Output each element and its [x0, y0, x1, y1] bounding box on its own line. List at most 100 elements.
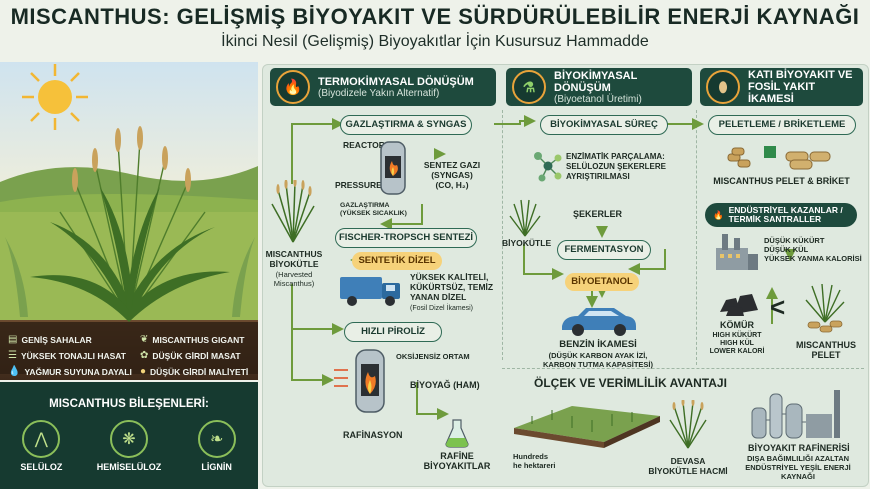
- reactor-label: REACTOR: [343, 140, 385, 150]
- refinery-icon: [751, 390, 840, 439]
- refining-label: RAFİNASYON: [343, 430, 403, 440]
- coal-icon: [720, 294, 758, 316]
- gasification-pill: GAZLAŞTIRMA & SYNGAS: [340, 115, 472, 135]
- benefit-item: ✿DÜŞÜK GİRDİ MASAT: [140, 350, 258, 361]
- coin-icon: ●: [140, 366, 147, 377]
- car-icon: [562, 308, 636, 336]
- refinery-label: BİYOYAKIT RAFİNERİSİ: [748, 443, 850, 453]
- fischer-tropsch-pill: FISCHER-TROPSCH SENTEZİ: [335, 228, 477, 248]
- pellets-icon: [727, 146, 831, 170]
- synthetic-diesel-pill: SENTETİK DİZEL: [352, 252, 442, 270]
- cellulose-icon: ⋀: [22, 420, 61, 458]
- power-plant-icon: [716, 234, 758, 270]
- flame-icon: 🔥: [713, 209, 724, 220]
- leaf-icon: ❦: [140, 334, 149, 345]
- bio-oil-label: BİYOYAĞ (HAM): [410, 380, 480, 390]
- component-item: ⋀ SELÜLOZ: [6, 420, 76, 472]
- biomass-label: BİYOKÜTLE: [502, 238, 552, 248]
- reactor-icon: [380, 141, 406, 195]
- feedstock-sublabel: (Harvested Miscanthus): [273, 270, 315, 288]
- component-label: SELÜLOZ: [20, 462, 63, 472]
- benefits-left: ▤GENİŞ SAHALAR ☰YÜKSEK TONAJLI HASAT 💧YA…: [8, 334, 138, 377]
- hectares-label: Hundreds he hektareri: [513, 452, 556, 470]
- hemicellulose-icon: ❋: [109, 420, 148, 458]
- component-item: ❧ LİGNİN: [182, 420, 252, 472]
- biochemical-process-pill: BİYOKİMYASAL SÜREÇ: [540, 115, 668, 135]
- biochemical-header: ⚗ BİYOKİMYASAL DÖNÜŞÜM(Biyoetanol Üretim…: [506, 68, 692, 106]
- oxygen-free-label: OKSİJENSİZ ORTAM: [396, 352, 470, 361]
- solid-fuel-header: ⬮ KATI BİYOYAKIT VE FOSİL YAKIT İKAMESİ: [700, 68, 863, 106]
- thermochemical-header: 🔥 TERMOKİMYASAL DÖNÜŞÜM(Biyodizele Yakın…: [270, 68, 496, 106]
- coal-note: HIGH KÜKÜRT HIGH KÜL LOWER KALORİ: [709, 332, 765, 355]
- benefit-item: ☰YÜKSEK TONAJLI HASAT: [8, 350, 138, 361]
- harvest-icon: ☰: [8, 350, 17, 361]
- pellet-plant-icon: [805, 283, 845, 333]
- components-row: ⋀ SELÜLOZ ❋ HEMİSELÜLOZ ❧ LİGNİN: [0, 420, 258, 472]
- scale-title: ÖLÇEK VE VERİMLİLİK AVANTAJI: [534, 376, 727, 390]
- benefits-right: ❦MISCANTHUS GIGANT ✿DÜŞÜK GİRDİ MASAT ●D…: [140, 334, 258, 377]
- pressure-label: PRESSURE: [335, 180, 382, 190]
- plant-icon: ✿: [140, 350, 149, 361]
- diesel-note: YÜKSEK KALİTELİ, KÜKÜRTSÜZ, TEMİZ YANAN …: [410, 272, 494, 302]
- sugars-label: ŞEKERLER: [573, 209, 623, 219]
- field-block-icon: [514, 406, 660, 448]
- boiler-pill: 🔥 ENDÜSTRİYEL KAZANLAR / TERMİK SANTRALL…: [705, 203, 857, 227]
- pellet-briquette-label: MISCANTHUS PELET & BRİKET: [713, 176, 850, 186]
- benefit-item: ❦MISCANTHUS GIGANT: [140, 334, 258, 345]
- fermentation-pill: FERMENTASYON: [557, 240, 651, 260]
- pellet-label: MISCANTHUS PELET: [796, 340, 856, 360]
- divider: [502, 368, 864, 370]
- diesel-subnote: (Fosil Dizel İkamesi): [410, 305, 474, 312]
- gasoline-label: BENZİN İKAMESİ: [559, 339, 637, 350]
- benefit-item: 💧YAĞMUR SUYUNA DAYALI: [8, 366, 138, 377]
- gasification-note: GAZLAŞTIRMA (YÜKSEK SICAKLIK): [340, 202, 407, 217]
- less-than-sign: <: [770, 292, 786, 322]
- flask-icon: ⚗: [512, 70, 546, 104]
- pellet-icon: ⬮: [706, 70, 740, 104]
- pelleting-pill: PELETLEME / BRİKETLEME: [708, 115, 856, 135]
- gasoline-note: (DÜŞÜK KARBON AYAK İZİ, KARBON TUTMA KAP…: [543, 351, 653, 369]
- sun-icon: [22, 64, 88, 130]
- benefit-label: GENİŞ SAHALAR: [21, 334, 92, 345]
- flow-arrows: [291, 115, 796, 420]
- biomass-plant-icon: [509, 199, 541, 237]
- page-title: MISCANTHUS: GELİŞMİŞ BİYOYAKIT VE SÜRDÜR…: [10, 4, 860, 29]
- benefit-item: ▤GENİŞ SAHALAR: [8, 334, 138, 345]
- benefit-label: MISCANTHUS GIGANT: [152, 334, 245, 345]
- benefit-item: ●DÜŞÜK GİRDİ MALİYETİ: [140, 366, 258, 377]
- biomass-volume-label: DEVASA BİYOKÜTLE HACMİ: [648, 456, 728, 476]
- enzyme-molecule-icon: [534, 152, 562, 182]
- field-icon: ▤: [8, 334, 18, 345]
- boiler-label: ENDÜSTRİYEL KAZANLAR / TERMİK SANTRALLER: [728, 205, 843, 224]
- heat-arrows-icon: [334, 369, 348, 387]
- benefit-label: YAĞMUR SUYUNA DAYALI: [24, 366, 132, 377]
- miscanthus-icon: [271, 180, 315, 243]
- biomass-volume-icon: [669, 400, 707, 449]
- refinery-note: DIŞA BAĞIMLILIĞI AZALTAN ENDÜSTRİYEL YEŞ…: [745, 454, 851, 481]
- component-item: ❋ HEMİSELÜLOZ: [89, 420, 169, 472]
- divider: [502, 110, 504, 360]
- header-title: TERMOKİMYASAL DÖNÜŞÜM: [318, 75, 474, 88]
- header-subtitle: (Biyoetanol Üretimi): [554, 93, 642, 105]
- fast-pyrolysis-pill: HIZLI PİROLİZ: [344, 322, 442, 342]
- coal-label: KÖMÜR: [720, 320, 754, 330]
- enzymatic-note: ENZİMATİK PARÇALAMA: SELÜLOZUN ŞEKERLERE…: [566, 152, 667, 181]
- field-scene: [0, 62, 258, 489]
- header-title: KATI BİYOYAKIT VE FOSİL YAKIT İKAMESİ: [748, 69, 853, 105]
- divider: [696, 110, 698, 365]
- benefit-label: YÜKSEK TONAJLI HASAT: [20, 350, 126, 361]
- refined-fuels-label: RAFİNE BİYOYAKITLAR: [423, 451, 491, 471]
- component-label: HEMİSELÜLOZ: [96, 462, 162, 472]
- pyrolysis-reactor-icon: [355, 349, 385, 413]
- lignin-icon: ❧: [197, 420, 236, 458]
- components-title: MISCANTHUS BİLEŞENLERİ:: [49, 398, 209, 410]
- feedstock-label: MISCANTHUS BİYOKÜTLE: [265, 249, 323, 269]
- flask-icon: [445, 419, 469, 448]
- component-label: LİGNİN: [201, 462, 232, 472]
- header-subtitle: (Biyodizele Yakın Alternatif): [318, 87, 440, 99]
- benefit-label: DÜŞÜK GİRDİ MASAT: [152, 350, 241, 361]
- water-drop-icon: 💧: [8, 366, 21, 377]
- boiler-note: DÜŞÜK KÜKÜRT DÜŞÜK KÜL YÜKSEK YANMA KALO…: [764, 236, 862, 263]
- header-title: BİYOKİMYASAL DÖNÜŞÜM: [554, 69, 638, 94]
- truck-icon: [340, 277, 400, 306]
